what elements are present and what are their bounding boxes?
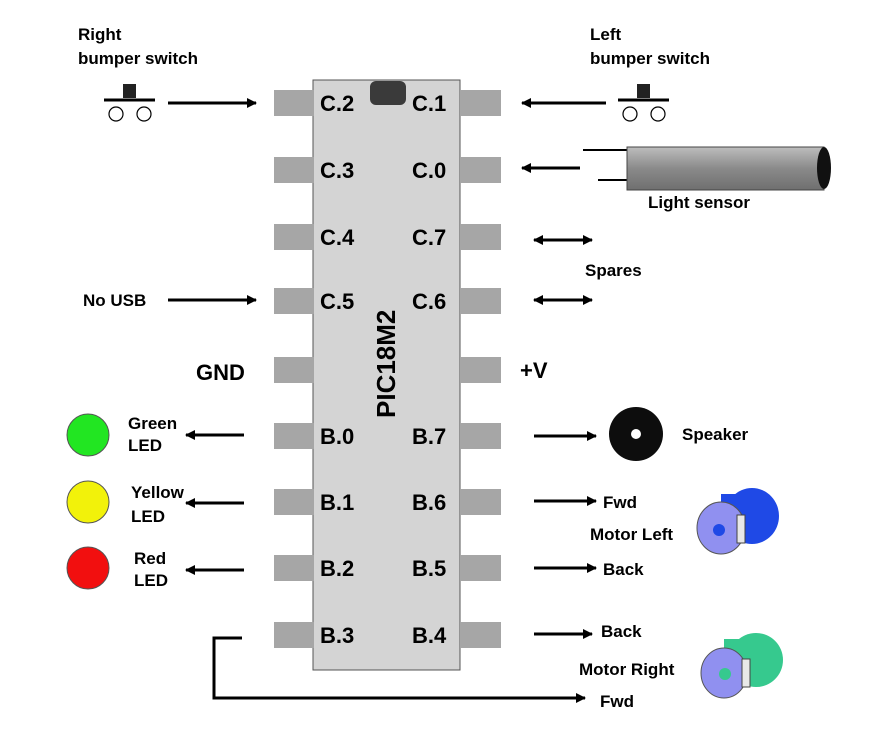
green-led: Green LED bbox=[66, 413, 244, 457]
pin-right-8 bbox=[460, 555, 501, 581]
pin-left-5 bbox=[274, 357, 314, 383]
pin-label-right-3: C.7 bbox=[412, 225, 446, 250]
left-bumper-switch: Left bumper switch bbox=[521, 25, 710, 122]
pin-label-right-8: B.5 bbox=[412, 556, 446, 581]
green-led-label-2: LED bbox=[128, 436, 162, 455]
pin-label-right-4: C.6 bbox=[412, 289, 446, 314]
motor-right: Back Motor Right Fwd bbox=[212, 622, 783, 711]
left-bumper-label-1: Left bbox=[590, 25, 622, 44]
push-switch-icon bbox=[618, 84, 669, 122]
red-led-icon bbox=[66, 546, 110, 590]
pin-label-right-9: B.4 bbox=[412, 623, 447, 648]
right-bumper-switch: Right bumper switch bbox=[78, 25, 257, 122]
pin-right-5 bbox=[460, 357, 501, 383]
pin-label-right-2: C.0 bbox=[412, 158, 446, 183]
chip-body bbox=[312, 79, 461, 671]
pin-label-left-8: B.2 bbox=[320, 556, 354, 581]
light-sensor-icon bbox=[626, 146, 825, 191]
yellow-led-label-2: LED bbox=[131, 507, 165, 526]
pin-label-left-6: B.0 bbox=[320, 424, 354, 449]
motor-right-fwd-label: Fwd bbox=[600, 692, 634, 711]
chip-name: PIC18M2 bbox=[371, 310, 401, 418]
red-led-label-2: LED bbox=[134, 571, 168, 590]
no-usb-label: No USB bbox=[83, 291, 146, 310]
motor-left-back-label: Back bbox=[603, 560, 644, 579]
right-bumper-label-1: Right bbox=[78, 25, 122, 44]
yellow-led-label-1: Yellow bbox=[131, 483, 185, 502]
gnd-label: GND bbox=[196, 360, 245, 385]
push-switch-icon bbox=[104, 84, 155, 122]
pin-left-9 bbox=[274, 622, 314, 648]
red-led: Red LED bbox=[66, 546, 244, 590]
motor-right-back-label: Back bbox=[601, 622, 642, 641]
pin-right-9 bbox=[460, 622, 501, 648]
light-sensor: Light sensor bbox=[521, 146, 831, 212]
left-pins: C.2C.3C.4C.5B.0B.1B.2B.3 bbox=[274, 90, 355, 648]
yellow-led: Yellow LED bbox=[66, 480, 244, 526]
pic-chip: PIC18M2 C.2C.3C.4C.5B.0B.1B.2B.3 C.1C.0C… bbox=[274, 79, 501, 671]
pin-label-left-1: C.2 bbox=[320, 91, 354, 116]
pin-label-right-7: B.6 bbox=[412, 490, 446, 515]
pin-left-7 bbox=[274, 489, 314, 515]
pin-right-6 bbox=[460, 423, 501, 449]
red-led-label-1: Red bbox=[134, 549, 166, 568]
right-pins: C.1C.0C.7C.6B.7B.6B.5B.4 bbox=[412, 90, 501, 648]
pin-right-2 bbox=[460, 157, 501, 183]
pin-label-left-3: C.4 bbox=[320, 225, 355, 250]
wire-b3-motor-right-fwd bbox=[212, 636, 586, 703]
motor-left-icon bbox=[696, 488, 779, 555]
speaker-label: Speaker bbox=[682, 425, 749, 444]
pin-label-left-4: C.5 bbox=[320, 289, 354, 314]
motor-right-label: Motor Right bbox=[579, 660, 675, 679]
pin-right-3 bbox=[460, 224, 501, 250]
yellow-led-icon bbox=[66, 480, 110, 524]
right-bumper-label-2: bumper switch bbox=[78, 49, 198, 68]
motor-left: Fwd Back Motor Left bbox=[534, 488, 779, 579]
motor-right-icon bbox=[700, 633, 783, 699]
pin-label-right-6: B.7 bbox=[412, 424, 446, 449]
motor-left-fwd-label: Fwd bbox=[603, 493, 637, 512]
pin-left-2 bbox=[274, 157, 314, 183]
pin-label-left-2: C.3 bbox=[320, 158, 354, 183]
pin-left-3 bbox=[274, 224, 314, 250]
vplus-label: +V bbox=[520, 358, 548, 383]
green-led-label-1: Green bbox=[128, 414, 177, 433]
pin-right-4 bbox=[460, 288, 501, 314]
pin-left-6 bbox=[274, 423, 314, 449]
light-sensor-label: Light sensor bbox=[648, 193, 750, 212]
pin-left-4 bbox=[274, 288, 314, 314]
pin-right-7 bbox=[460, 489, 501, 515]
spares: Spares bbox=[533, 235, 642, 305]
spares-label: Spares bbox=[585, 261, 642, 280]
green-led-icon bbox=[66, 413, 110, 457]
pin-right-1 bbox=[460, 90, 501, 116]
pin-left-1 bbox=[274, 90, 314, 116]
speaker: Speaker bbox=[534, 407, 749, 461]
chip-notch bbox=[370, 81, 406, 105]
pin-left-8 bbox=[274, 555, 314, 581]
left-bumper-label-2: bumper switch bbox=[590, 49, 710, 68]
pin-label-left-7: B.1 bbox=[320, 490, 354, 515]
pin-label-left-9: B.3 bbox=[320, 623, 354, 648]
motor-left-label: Motor Left bbox=[590, 525, 673, 544]
pin-label-right-1: C.1 bbox=[412, 91, 446, 116]
